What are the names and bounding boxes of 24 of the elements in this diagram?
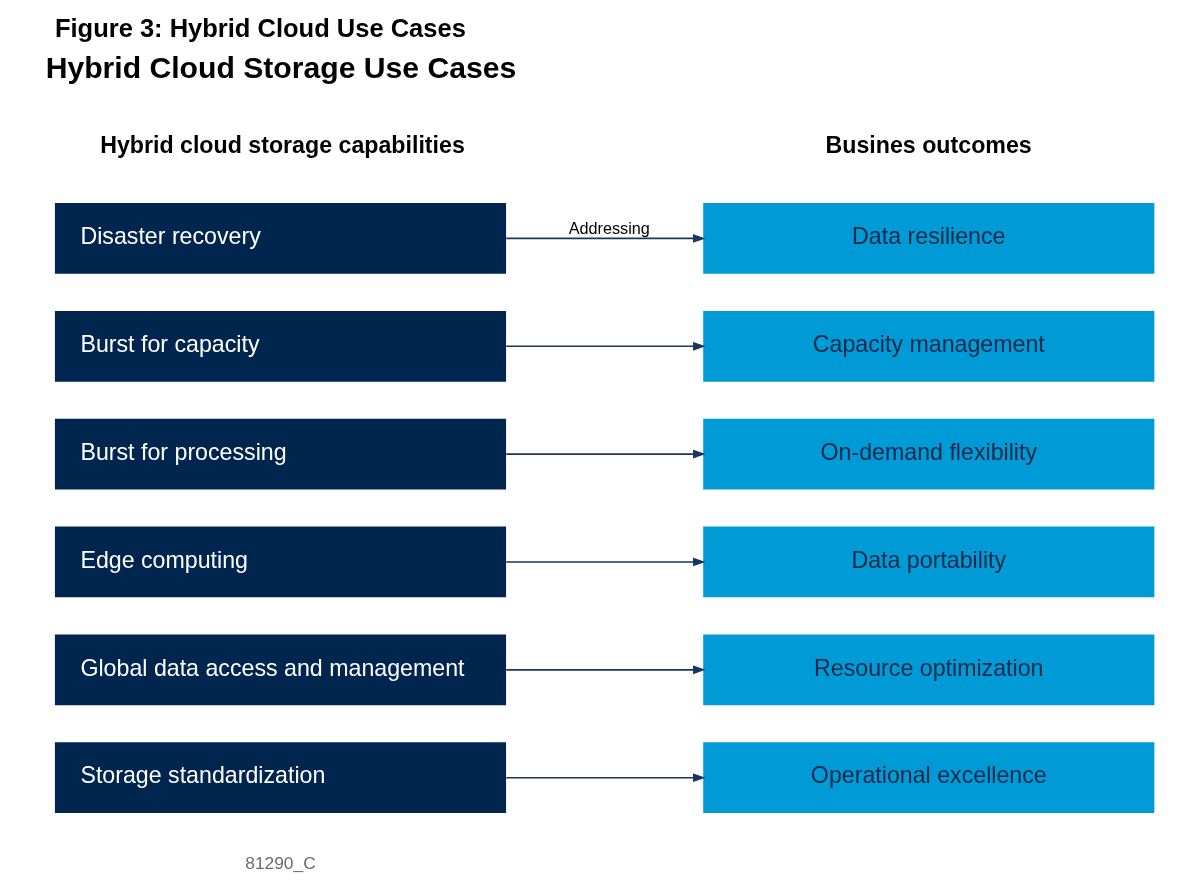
node-box: Burst for processing xyxy=(54,418,507,490)
label: 81290_C xyxy=(245,852,316,873)
label: Hybrid Cloud Storage Use Cases xyxy=(45,50,517,84)
node-box: Operational excellence xyxy=(703,742,1155,814)
node-box: Edge computing xyxy=(54,526,507,598)
node-box: Burst for capacity xyxy=(54,310,507,382)
arrow xyxy=(505,449,706,459)
node-box: On-demand flexibility xyxy=(703,418,1155,490)
diagram-title: Figure 3: Hybrid Cloud Use Cases xyxy=(54,13,466,42)
arrow xyxy=(505,234,706,243)
arrow xyxy=(505,341,706,351)
node-box: Storage standardization xyxy=(54,742,507,814)
node-box: Data resilience xyxy=(703,203,1155,274)
node-box: Data portability xyxy=(703,526,1155,598)
node-box: Capacity management xyxy=(703,310,1155,382)
label: Busines outcomes xyxy=(825,131,1032,158)
node-box: Disaster recovery xyxy=(54,203,507,274)
arrow xyxy=(505,773,706,783)
arrow xyxy=(505,557,706,567)
node-box: Resource optimization xyxy=(703,634,1155,706)
node-box: Global data access and management xyxy=(54,634,507,706)
arrow xyxy=(505,665,706,675)
label: Hybrid cloud storage capabilities xyxy=(100,131,465,158)
edge-label: Addressing xyxy=(568,219,650,237)
